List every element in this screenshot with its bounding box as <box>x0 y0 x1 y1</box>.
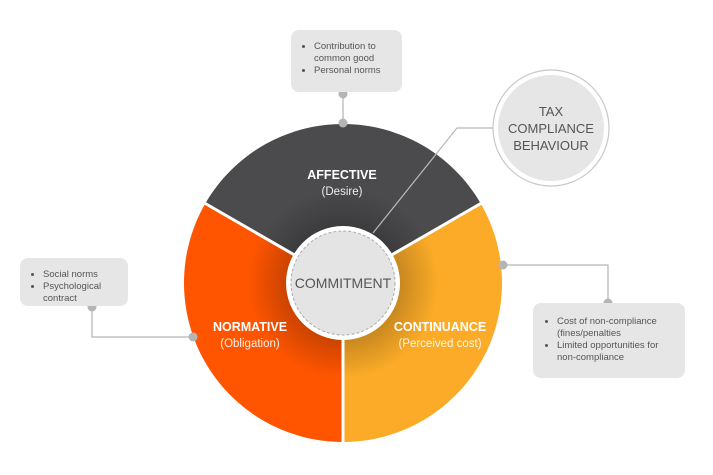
connector-dot <box>188 332 198 342</box>
outcome-line-3: BEHAVIOUR <box>513 138 589 153</box>
box-item: Psychological contract <box>43 281 122 305</box>
box-item: Contribution to common good <box>314 41 394 65</box>
outcome-line-2: COMPLIANCE <box>508 121 594 136</box>
connector-dot <box>338 118 348 128</box>
continuance-box: Cost of non-compliance (fines/penalties … <box>533 303 685 378</box>
center-label: COMMITMENT <box>295 275 392 291</box>
box-item: Personal norms <box>314 65 394 77</box>
outcome-connector <box>372 127 493 234</box>
affective-subtitle: (Desire) <box>322 186 363 198</box>
normative-box: Social norms Psychological contract <box>20 258 128 306</box>
outcome-line-1: TAX <box>539 104 564 119</box>
affective-title: AFFECTIVE <box>307 168 376 182</box>
outcome-circle <box>498 75 604 181</box>
continuance-connector <box>503 264 609 303</box>
center-circle <box>290 230 396 336</box>
normative-subtitle: (Obligation) <box>220 338 280 350</box>
box-item: Social norms <box>43 269 122 281</box>
connector-dot <box>498 260 508 270</box>
affective-box: Contribution to common good Personal nor… <box>291 30 402 92</box>
box-item: Limited opportunities for non-compliance <box>557 340 679 364</box>
continuance-title: CONTINUANCE <box>394 320 486 334</box>
continuance-subtitle: (Perceived cost) <box>398 338 481 350</box>
normative-title: NORMATIVE <box>213 320 287 334</box>
normative-connector <box>91 307 193 338</box>
box-item: Cost of non-compliance (fines/penalties <box>557 316 679 340</box>
